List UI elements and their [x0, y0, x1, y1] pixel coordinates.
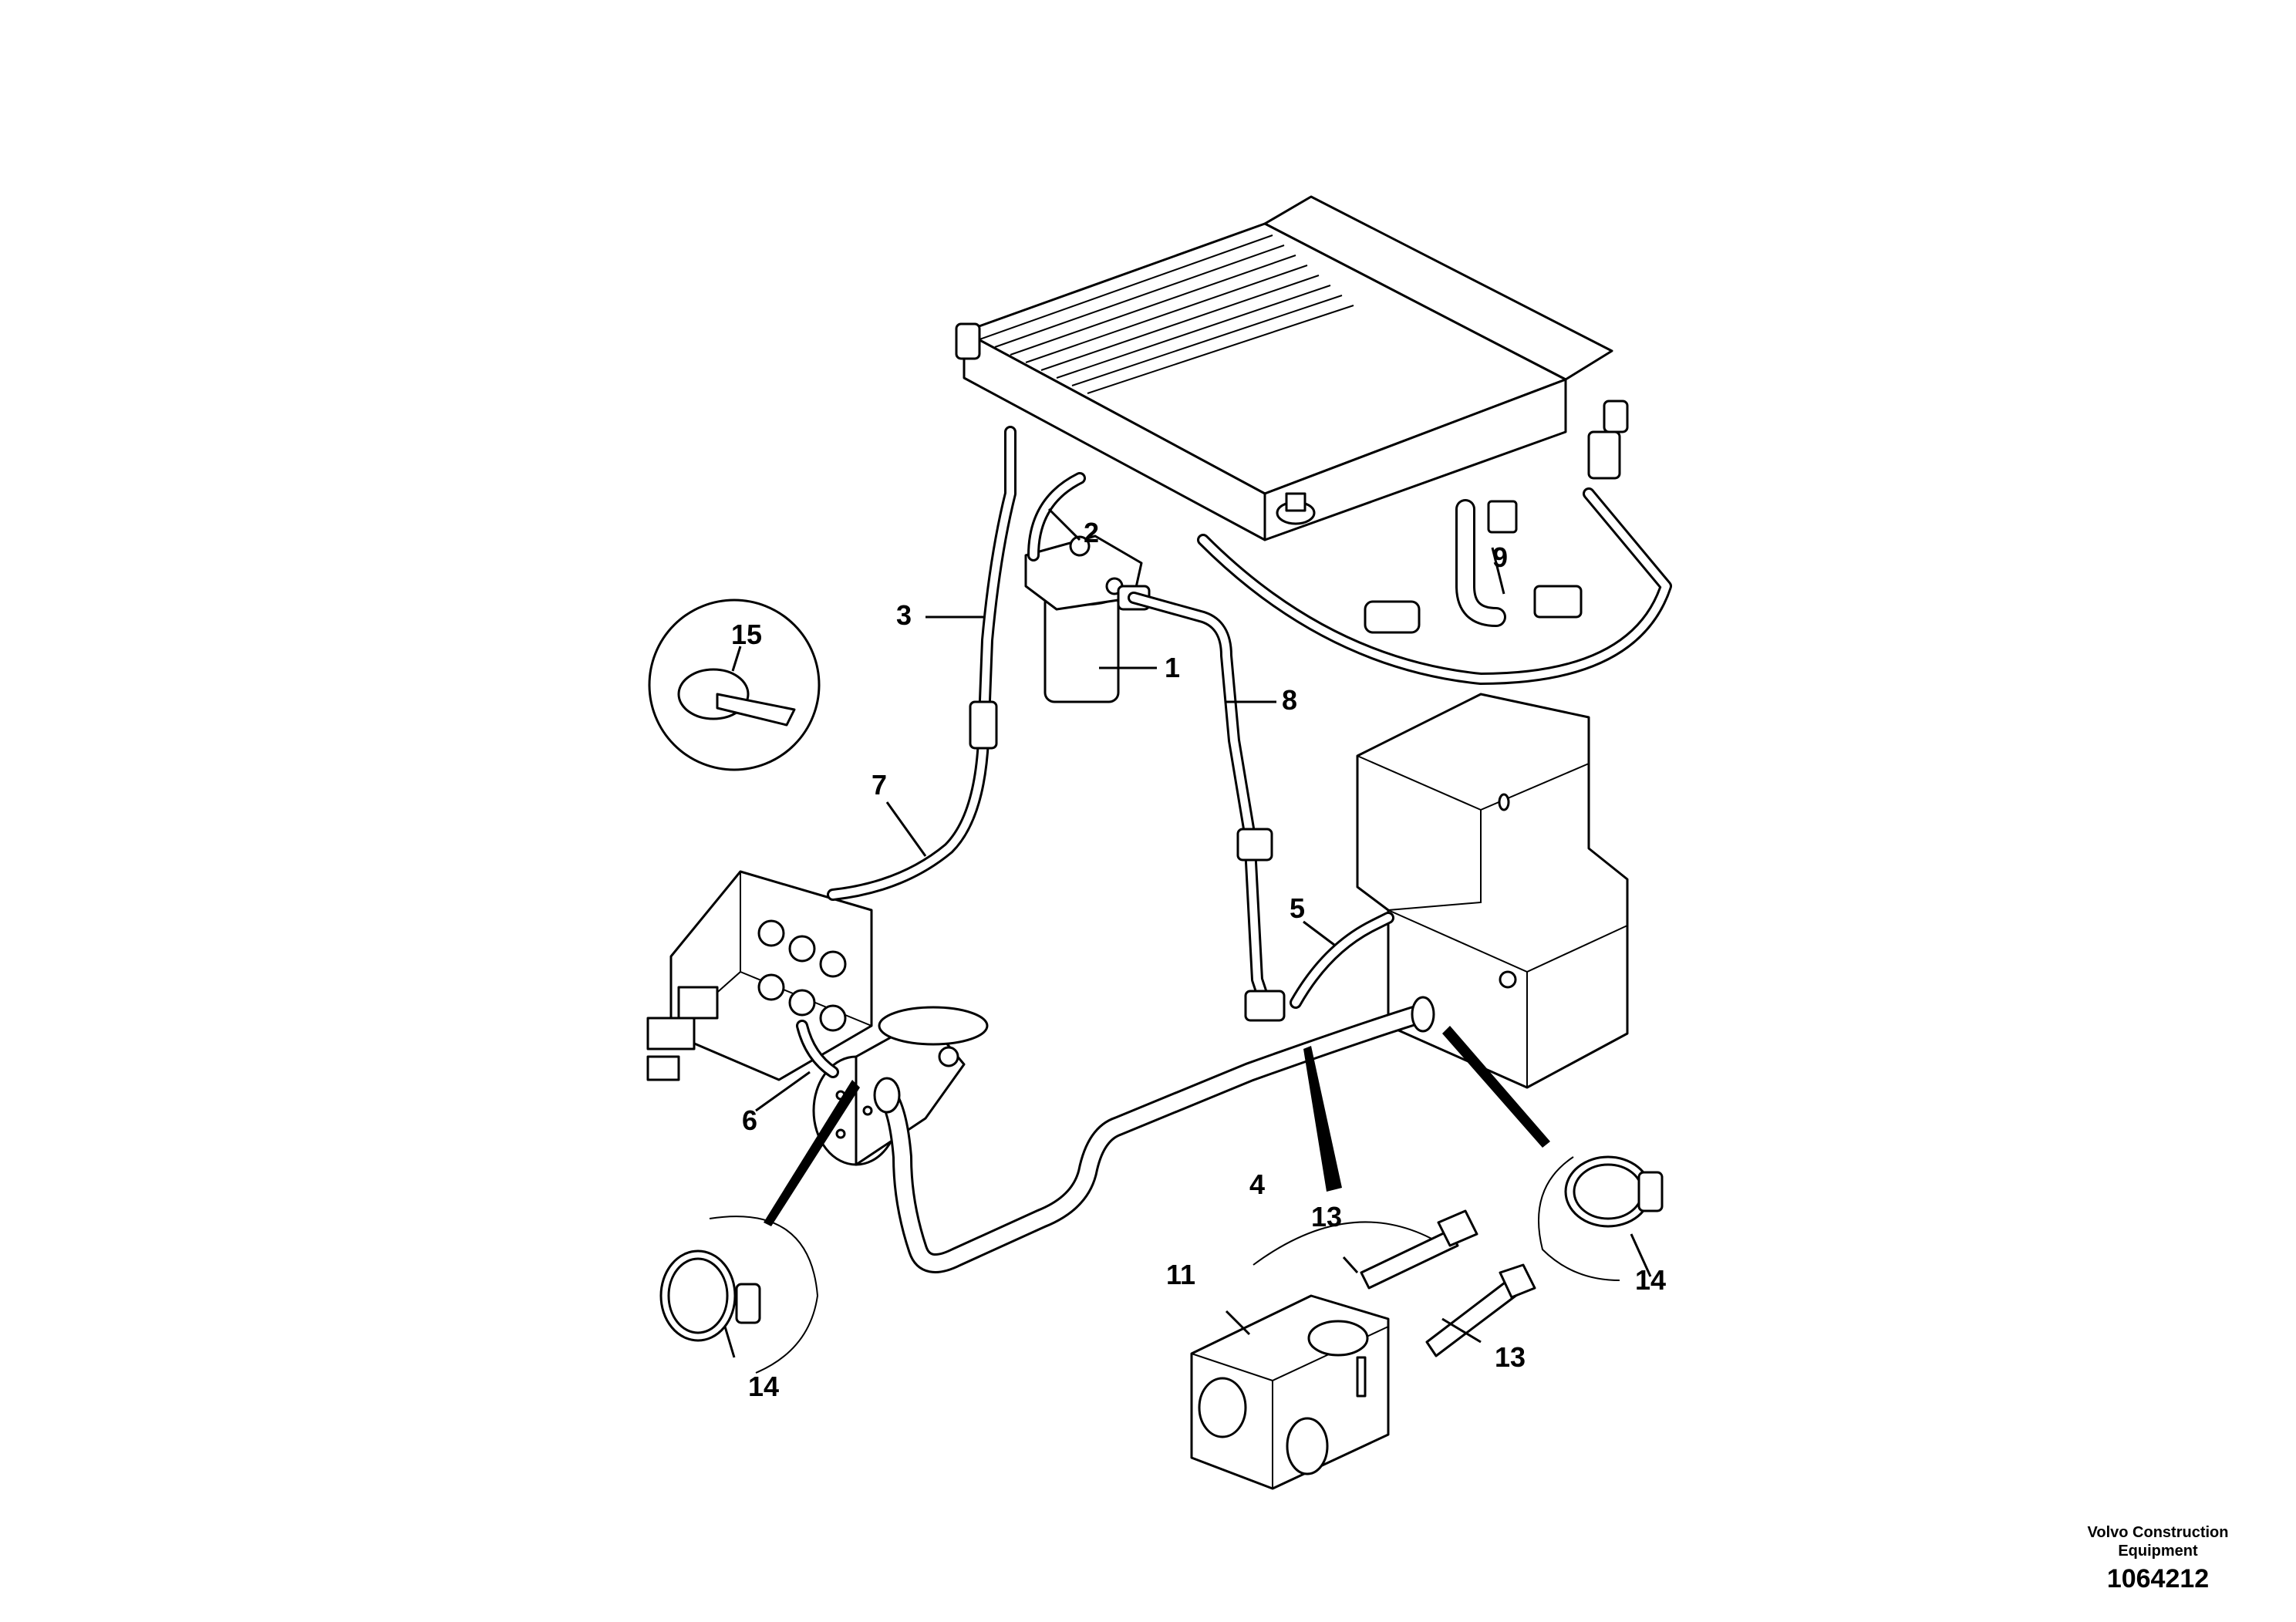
- callout-4: 4: [1249, 1168, 1265, 1200]
- drawing-number: 1064212: [2106, 1564, 2210, 1593]
- radiator-cooler-assembly: [955, 195, 1672, 685]
- control-valve: [646, 870, 873, 1081]
- callout-13-lower: 13: [1495, 1341, 1526, 1373]
- callout-labels: 1 2 3 4 5 6 7 8 9 11 13 13 14 14 15: [731, 517, 1666, 1402]
- callout-6: 6: [742, 1104, 757, 1136]
- callout-9: 9: [1492, 541, 1508, 573]
- callout-3: 3: [896, 599, 912, 631]
- hose-clamp-detail-left: [659, 1080, 860, 1374]
- callout-8: 8: [1282, 684, 1297, 716]
- callout-2: 2: [1084, 517, 1099, 548]
- leader-lines: [723, 508, 1652, 1358]
- hoses: [796, 426, 1435, 1273]
- callout-11: 11: [1166, 1259, 1195, 1290]
- callout-1: 1: [1165, 652, 1180, 683]
- hydraulic-tank: [1356, 693, 1629, 1089]
- callout-14-right: 14: [1635, 1264, 1666, 1296]
- callout-7: 7: [872, 769, 887, 801]
- callout-14-left: 14: [748, 1371, 779, 1402]
- hydraulic-pump: [812, 1006, 989, 1166]
- brand-line-2: Equipment: [2118, 1543, 2198, 1560]
- cable-tie-detail: [648, 599, 821, 771]
- callout-15: 15: [731, 619, 762, 650]
- callout-5: 5: [1290, 892, 1305, 924]
- hose-clamp-detail-right: [1442, 1026, 1664, 1281]
- brand-label: Volvo Construction Equipment: [2069, 1523, 2247, 1560]
- brand-line-1: Volvo Construction: [2087, 1524, 2229, 1541]
- return-filter: [1024, 534, 1151, 703]
- clamp-block-detail: [1190, 1046, 1536, 1490]
- callout-13-upper: 13: [1311, 1201, 1342, 1233]
